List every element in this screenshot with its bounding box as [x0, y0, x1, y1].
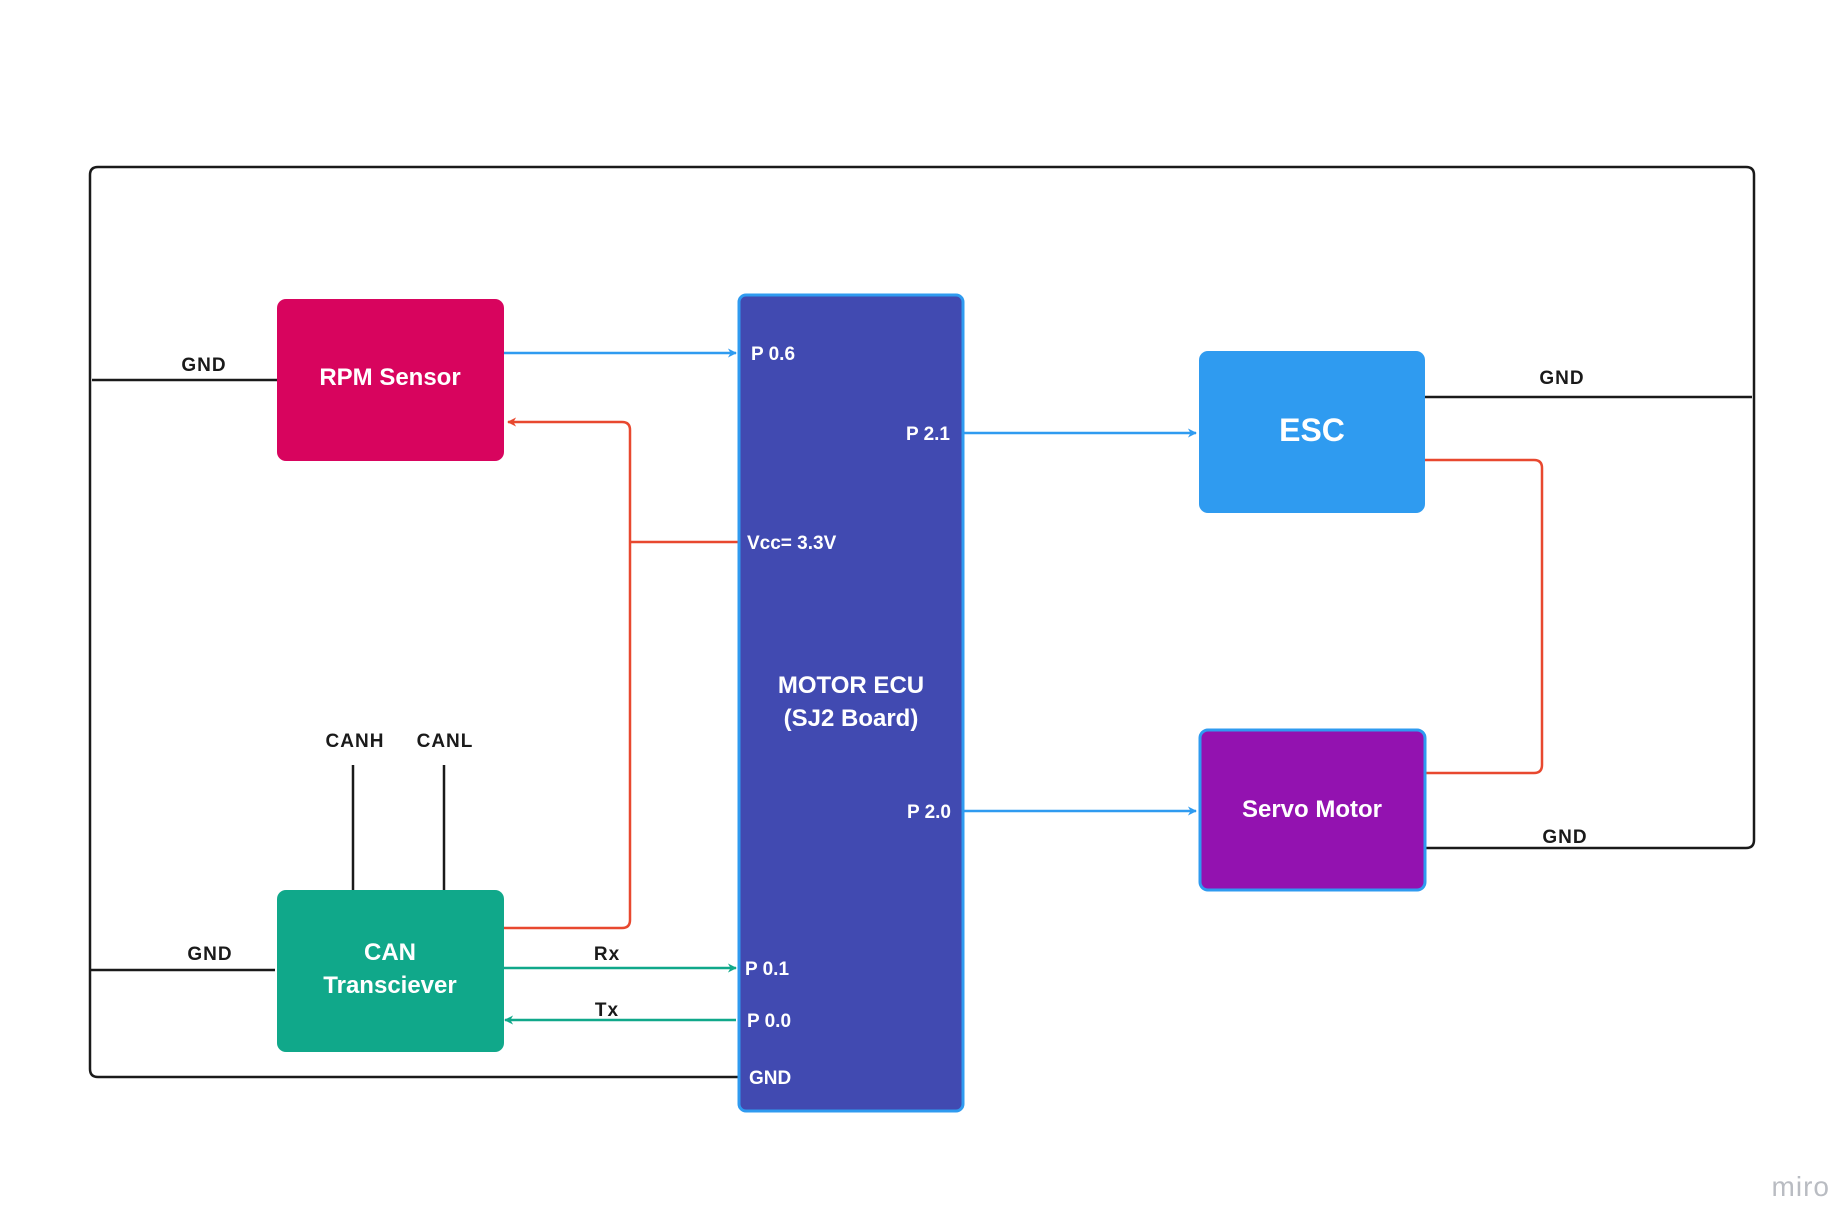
can-transceiver-block[interactable]: CAN Transciever	[277, 890, 504, 1052]
pin-p01-label: P 0.1	[745, 959, 789, 980]
pin-vcc-label: Vcc= 3.3V	[747, 533, 837, 554]
vcc-to-rpm-wire	[507, 417, 632, 542]
rpm-sensor-label: RPM Sensor	[319, 364, 460, 391]
rx-label: Rx	[594, 944, 620, 965]
gnd-esc-label: GND	[1539, 368, 1584, 389]
pin-p00-label: P 0.0	[747, 1011, 791, 1032]
pin-p06-label: P 0.6	[751, 344, 795, 365]
rpm-sensor-block[interactable]: RPM Sensor	[277, 299, 504, 461]
signal-wires	[503, 348, 1197, 816]
ground-wires	[88, 165, 1756, 1079]
can-transceiver-label-line1: CAN	[364, 939, 416, 966]
miro-watermark: miro	[1772, 1171, 1830, 1202]
esc-label: ESC	[1279, 412, 1345, 448]
ground-bus-frame	[88, 165, 1756, 1079]
can-transceiver-label-line2: Transciever	[323, 972, 456, 999]
canh-label: CANH	[326, 731, 385, 752]
esc-block[interactable]: ESC	[1199, 351, 1425, 513]
power-wires	[503, 417, 1544, 930]
gnd-can-label: GND	[187, 944, 232, 965]
esc-to-servo-wire	[1424, 458, 1544, 775]
can-wires	[503, 963, 737, 1025]
gnd-servo-label: GND	[1542, 827, 1587, 848]
motor-ecu-label-line2: (SJ2 Board)	[784, 705, 919, 732]
tx-label: Tx	[595, 1000, 619, 1021]
motor-ecu-block[interactable]: MOTOR ECU (SJ2 Board) P 0.6 P 2.1 Vcc= 3…	[737, 293, 965, 1113]
servo-motor-label: Servo Motor	[1242, 796, 1382, 823]
pin-gnd-label: GND	[749, 1068, 791, 1089]
servo-motor-block[interactable]: Servo Motor	[1198, 728, 1427, 892]
pin-p21-label: P 2.1	[906, 424, 950, 445]
motor-ecu-label-line1: MOTOR ECU	[778, 672, 924, 699]
pin-p20-label: P 2.0	[907, 802, 951, 823]
gnd-rpm-label: GND	[181, 355, 226, 376]
vcc-to-can-wire	[503, 542, 632, 930]
canl-label: CANL	[417, 731, 474, 752]
